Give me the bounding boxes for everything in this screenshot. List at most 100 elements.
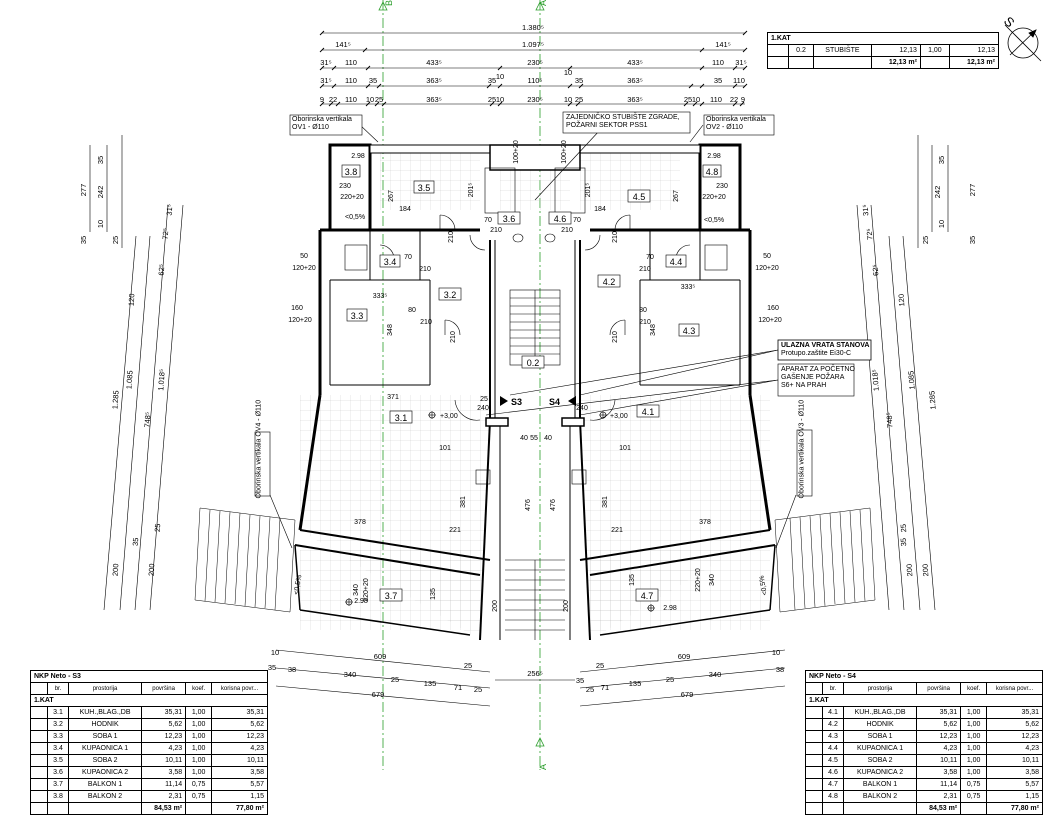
- rdl-25r: 200: [563, 600, 570, 612]
- rdl-34: 55: [530, 435, 538, 442]
- stair-note-line1: ZAJEDNIČKO STUBIŠTE ZGRADE,: [566, 114, 680, 121]
- ov1-line2: OV1 - Ø110: [292, 124, 329, 131]
- rdl-8r: 70: [646, 254, 654, 261]
- s3-r4-no: 3.5: [46, 754, 70, 767]
- axis-markers: [378, 1, 545, 747]
- dim-r3-2: 433⁵: [426, 58, 442, 67]
- s4-r5-area: 3,58: [916, 766, 962, 779]
- ov2-label: Oborinska vertikala OV2 - Ø110: [706, 116, 766, 132]
- ldim-4: 35: [79, 236, 88, 244]
- s4-r1-no: 4.2: [821, 718, 845, 731]
- s4-r5-name: KUPAONICA 2: [843, 766, 918, 779]
- s3-r1-no: 3.2: [46, 718, 70, 731]
- s3-r5-no: 3.6: [46, 766, 70, 779]
- stair-row-coef: 1,00: [919, 44, 950, 57]
- bdl-8: 679: [372, 690, 385, 699]
- s4-r1-usable: 5,62: [986, 718, 1043, 731]
- rdl-30: 267: [388, 190, 395, 202]
- s4-r6-no: 4.7: [821, 778, 845, 791]
- ov2-line2: OV2 - Ø110: [706, 124, 743, 131]
- s3-header-coef: koef.: [185, 682, 213, 695]
- level-left: +3,00: [440, 413, 458, 420]
- rdl-21: 340: [353, 584, 360, 596]
- room-tag-labels: 3.8 3.5 3.6 3.4 3.2 3.3 3.1 3.7 4.8 4.5 …: [345, 167, 719, 601]
- bdr-5: 135: [629, 679, 642, 688]
- dim-r2-2: 141⁵: [715, 40, 731, 49]
- s3-r6-name: BALKON 1: [68, 778, 143, 791]
- s3-r7-name: BALKON 2: [68, 790, 143, 803]
- dim-r3-3: 230⁵: [527, 58, 543, 67]
- rdl-29: 201⁵: [468, 183, 475, 198]
- rdl-11r: 120+20: [755, 265, 779, 272]
- dim-r4-0: 31⁵: [320, 76, 331, 85]
- room-dim-labels: 230 220+20 2.98 230 220+20 2.98 184 184 …: [288, 140, 782, 612]
- ldim-12: 748⁵: [142, 412, 152, 428]
- rdim-13: 1.018⁵: [870, 369, 881, 391]
- dim-r5-11: 363⁵: [627, 95, 643, 104]
- dim-r5-10: 25: [575, 95, 583, 104]
- ldim-6: 1.285: [110, 390, 120, 409]
- rdl-6r: 80: [639, 307, 647, 314]
- north-label: S: [1001, 14, 1018, 31]
- s3-r2-coef: 1,00: [185, 730, 213, 743]
- rdl-11: 120+20: [292, 265, 316, 272]
- s4-r3-usable: 4,23: [986, 742, 1043, 755]
- s4-r1-name: HODNIK: [843, 718, 918, 731]
- s4-area-table: NKP Neto - S4 br. prostorija površina ko…: [805, 670, 1043, 815]
- rdim-2: 242: [933, 186, 942, 199]
- s3-r0-name: KUH.,BLAG.,DB: [68, 706, 143, 719]
- ldim-5: 25: [111, 236, 120, 244]
- bdr-7: 25: [586, 685, 594, 694]
- s3-r4-area: 10,11: [141, 754, 187, 767]
- rdl-2r: 2.98: [707, 153, 721, 160]
- rdl-3c: 210: [450, 331, 457, 343]
- s3-r5-name: KUPAONICA 2: [68, 766, 143, 779]
- rdim-0: 277: [968, 184, 977, 197]
- s3-header-usable: korisna povr...: [211, 682, 268, 695]
- dim-total: 1.380⁵: [522, 23, 544, 32]
- bdr-1: 25: [596, 661, 604, 670]
- rdim-5: 25: [921, 236, 930, 244]
- s4-r6-name: BALKON 1: [843, 778, 918, 791]
- dim-r5-14: 110: [710, 95, 722, 104]
- rdl-3b: 210: [612, 231, 619, 243]
- rdl-19r: 378: [699, 519, 711, 526]
- rdim-4: 35: [968, 236, 977, 244]
- s3-r5-area: 3,58: [141, 766, 187, 779]
- s3-r3-name: KUPAONICA 1: [68, 742, 143, 755]
- bdl-5: 135: [424, 679, 437, 688]
- s4-header-room: prostorija: [843, 682, 918, 695]
- s4-header-usable: korisna povr...: [986, 682, 1043, 695]
- rdl-24: 2.98: [354, 598, 368, 605]
- rdl-4: 184: [399, 206, 411, 213]
- bdl-6: 71: [454, 683, 462, 692]
- s4-r5-usable: 3,58: [986, 766, 1043, 779]
- doors-note-line2: Protupo.zaštite Ei30-C: [781, 350, 852, 357]
- s4-r4-name: SOBA 2: [843, 754, 918, 767]
- rdl-8b: 70: [484, 217, 492, 224]
- dim-r3-6: 31⁵: [735, 58, 746, 67]
- rdim-1: 35: [937, 156, 946, 164]
- bdr-6: 71: [601, 683, 609, 692]
- dim-r4-4: 35: [488, 76, 496, 85]
- bottom-dimensions: [275, 649, 786, 707]
- rdl-16r: 348: [650, 324, 657, 336]
- room-tag-4-8: 4.8: [706, 167, 719, 177]
- north-arrow-icon: [1004, 24, 1042, 62]
- rdl-3h: 210: [639, 266, 651, 273]
- s3-table-title: NKP Neto - S3: [30, 670, 268, 683]
- rdl-12r: 50: [763, 253, 771, 260]
- bdl-0: 609: [374, 652, 387, 661]
- door-markers: S3 S4: [500, 396, 576, 407]
- s3-r3-area: 4,23: [141, 742, 187, 755]
- rdl-3i: 210: [490, 227, 502, 234]
- rdl-20r: 221: [611, 527, 623, 534]
- room-tag-3-5: 3.5: [418, 183, 431, 193]
- bdl-7: 25: [474, 685, 482, 694]
- room-tag-4-2: 4.2: [603, 277, 616, 287]
- s4-r1-area: 5,62: [916, 718, 962, 731]
